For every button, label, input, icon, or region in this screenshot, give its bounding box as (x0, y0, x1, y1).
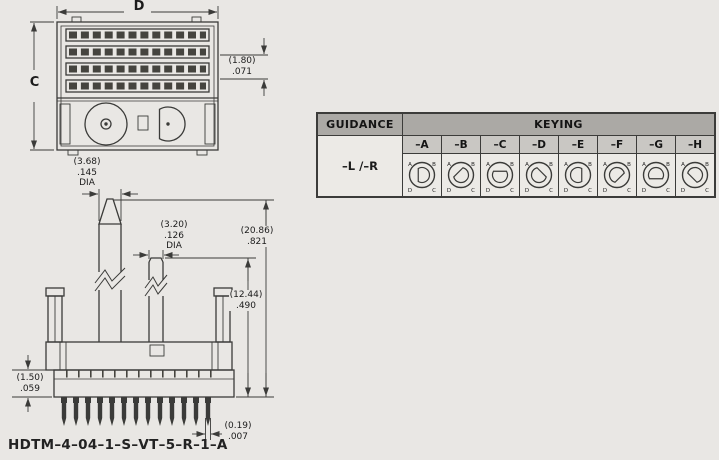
dim-label-guide-pin-height: (20.86) .821 (237, 226, 277, 247)
keying-option-label-f: –F (598, 136, 636, 153)
side-view-dimension-lines (12, 189, 274, 440)
svg-text:D: D (486, 188, 490, 194)
keying-pattern-icon: A B D C (486, 161, 514, 194)
keying-pattern-cell-g: A B D C (637, 154, 675, 196)
keying-pattern-cell-f: A B D C (598, 154, 636, 196)
svg-text:C: C (510, 188, 514, 194)
dim-label-key-pin-height: (12.44) .490 (229, 290, 263, 311)
keying-option-label-e: –E (559, 136, 597, 153)
svg-text:D: D (525, 188, 529, 194)
svg-text:C: C (666, 188, 670, 194)
keying-pattern-icon: A B D C (681, 161, 709, 194)
svg-text:A: A (564, 162, 568, 168)
keying-pattern-cell-h: A B D C (676, 154, 714, 196)
svg-text:D: D (603, 188, 607, 194)
dim-label-key-pin-dia: (3.20) .126 DIA (160, 220, 188, 251)
svg-text:C: C (432, 188, 436, 194)
connector-housing (45, 287, 235, 398)
keying-option-label-g: –G (637, 136, 675, 153)
dim-label-standoff: (1.50) .059 (16, 373, 44, 394)
svg-text:C: C (705, 188, 709, 194)
keying-option-label-b: –B (442, 136, 480, 153)
svg-text:B: B (588, 162, 592, 168)
dim-label-lead-thickness: (0.19) .007 (224, 421, 252, 442)
keying-pattern-cell-e: A B D C (559, 154, 597, 196)
svg-text:B: B (471, 162, 475, 168)
break-symbol (144, 274, 168, 297)
svg-text:C: C (471, 188, 475, 194)
break-symbol (94, 267, 126, 292)
top-view-dimension-lines (30, 6, 268, 151)
keying-pattern-icon: A B D C (603, 161, 631, 194)
dim-label-guide-pin-dia: (3.68) .145 DIA (73, 157, 101, 188)
svg-text:B: B (510, 162, 514, 168)
svg-text:D: D (564, 188, 568, 194)
svg-text:C: C (588, 188, 592, 194)
svg-text:A: A (486, 162, 490, 168)
keying-header: KEYING (403, 114, 714, 135)
keying-pattern-cell-a: A B D C (403, 154, 441, 196)
keying-pattern-icon: A B D C (564, 161, 592, 194)
svg-text:B: B (705, 162, 709, 168)
svg-text:A: A (525, 162, 529, 168)
keying-pattern-cell-c: A B D C (481, 154, 519, 196)
dim-label-c: C (24, 76, 45, 90)
svg-text:B: B (627, 162, 631, 168)
svg-text:B: B (666, 162, 670, 168)
svg-text:D: D (447, 188, 451, 194)
svg-text:D: D (408, 188, 412, 194)
svg-text:C: C (549, 188, 553, 194)
svg-text:B: B (549, 162, 553, 168)
svg-text:A: A (681, 162, 685, 168)
keying-option-label-h: –H (676, 136, 714, 153)
keying-pattern-icon: A B D C (447, 161, 475, 194)
contact-rows (65, 28, 210, 93)
keying-pin (144, 257, 168, 342)
guidance-hole-keyed (158, 106, 186, 142)
dim-label-d: D (128, 0, 150, 14)
keying-pattern-cell-d: A B D C (520, 154, 558, 196)
keying-pattern-icon: A B D C (642, 161, 670, 194)
dim-label-pitch: (1.80) .071 (228, 56, 256, 77)
keying-option-label-a: –A (403, 136, 441, 153)
guidance-value: –L /–R (318, 136, 402, 196)
part-number: HDTM–4–04–1–S–VT–5–R–1–A (8, 437, 228, 453)
svg-text:B: B (432, 162, 436, 168)
svg-text:A: A (642, 162, 646, 168)
top-view-drawing (30, 6, 268, 156)
svg-text:A: A (603, 162, 607, 168)
solder-tails (61, 397, 211, 426)
guidance-hole-round (84, 102, 128, 146)
keying-pattern-icon: A B D C (525, 161, 553, 194)
keying-option-label-c: –C (481, 136, 519, 153)
svg-text:A: A (408, 162, 412, 168)
svg-text:D: D (642, 188, 646, 194)
keying-pattern-icon: A B D C (408, 161, 436, 194)
svg-text:D: D (681, 188, 685, 194)
guidance-header: GUIDANCE (318, 114, 402, 135)
keying-option-label-d: –D (520, 136, 558, 153)
keying-pattern-cell-b: A B D C (442, 154, 480, 196)
svg-text:A: A (447, 162, 451, 168)
keying-table: GUIDANCE KEYING –L /–R –A –B –C –D –E –F… (316, 112, 716, 198)
svg-text:C: C (627, 188, 631, 194)
guide-pin (94, 198, 126, 342)
